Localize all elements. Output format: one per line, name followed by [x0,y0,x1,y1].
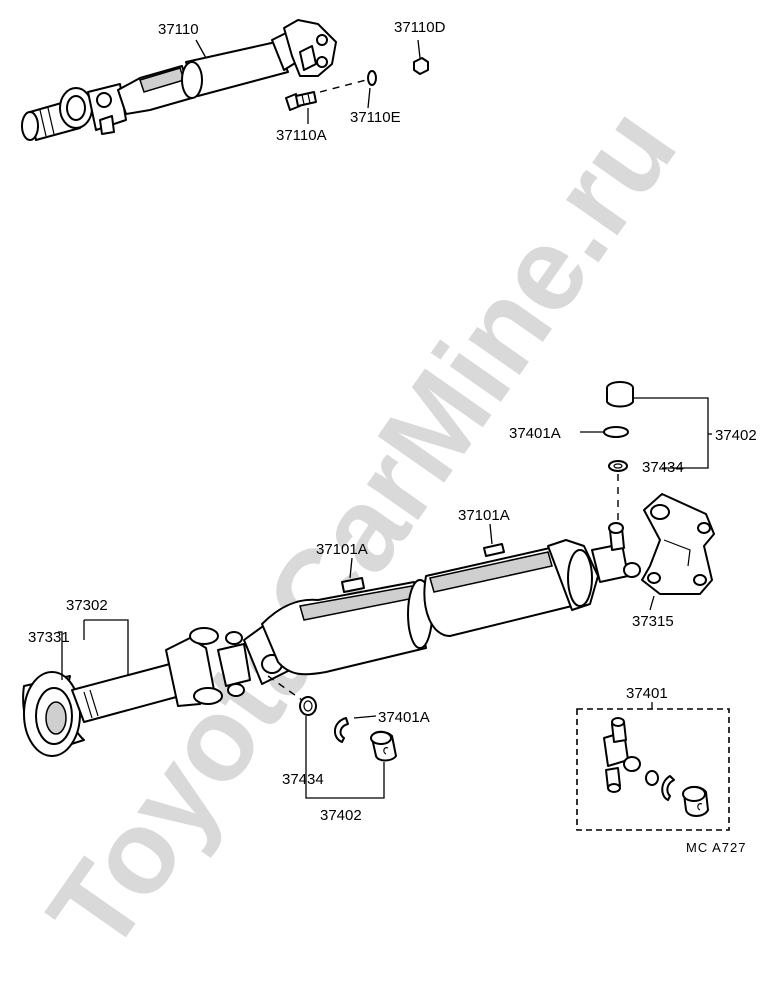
label-37402-bottom: 37402 [320,807,362,824]
universal-joint-center [217,623,291,697]
bolt-37110a [285,91,317,111]
label-37110d: 37110D [394,19,446,36]
snap-ring-top [603,426,629,438]
label-37401a-bottom: 37401A [378,709,430,726]
diagram-code: MC A727 [686,840,746,855]
seal-37434-bottom [299,696,317,716]
label-37401a-top: 37401A [509,425,561,442]
label-37401: 37401 [626,685,668,702]
label-37402-top: 37402 [715,427,757,444]
watermark: ToyotaCarMine.ru [23,85,701,975]
balance-weight-37101a-left [341,577,365,593]
label-37302: 37302 [66,597,108,614]
bearing-cup-top [606,381,634,408]
balance-weight-37101a-right [483,543,505,557]
label-37110a: 37110A [276,127,327,144]
label-37434-bottom: 37434 [282,771,324,788]
propeller-tube-front [261,579,433,676]
label-37110e: 37110E [350,109,401,126]
label-37331: 37331 [28,629,70,646]
nut-37110d [413,57,429,75]
propeller-shaft-assy-top [21,19,337,141]
label-37315: 37315 [632,613,674,630]
flange-yoke-37315 [641,493,715,595]
universal-joint-rear [591,522,641,583]
propeller-tube-rear [423,539,599,637]
center-bearing-37331 [22,671,85,757]
seal-37434-top [608,460,628,472]
kit-37401 [576,708,730,831]
label-37434-top: 37434 [642,459,684,476]
label-37110: 37110 [158,21,199,38]
snap-ring-bottom [334,717,349,743]
intermediate-shaft-37302 [71,627,223,723]
label-37101a-right: 37101A [458,507,510,524]
washer-37110e [367,70,377,86]
label-37101a-left: 37101A [316,541,368,558]
bearing-cup-bottom [370,730,397,762]
